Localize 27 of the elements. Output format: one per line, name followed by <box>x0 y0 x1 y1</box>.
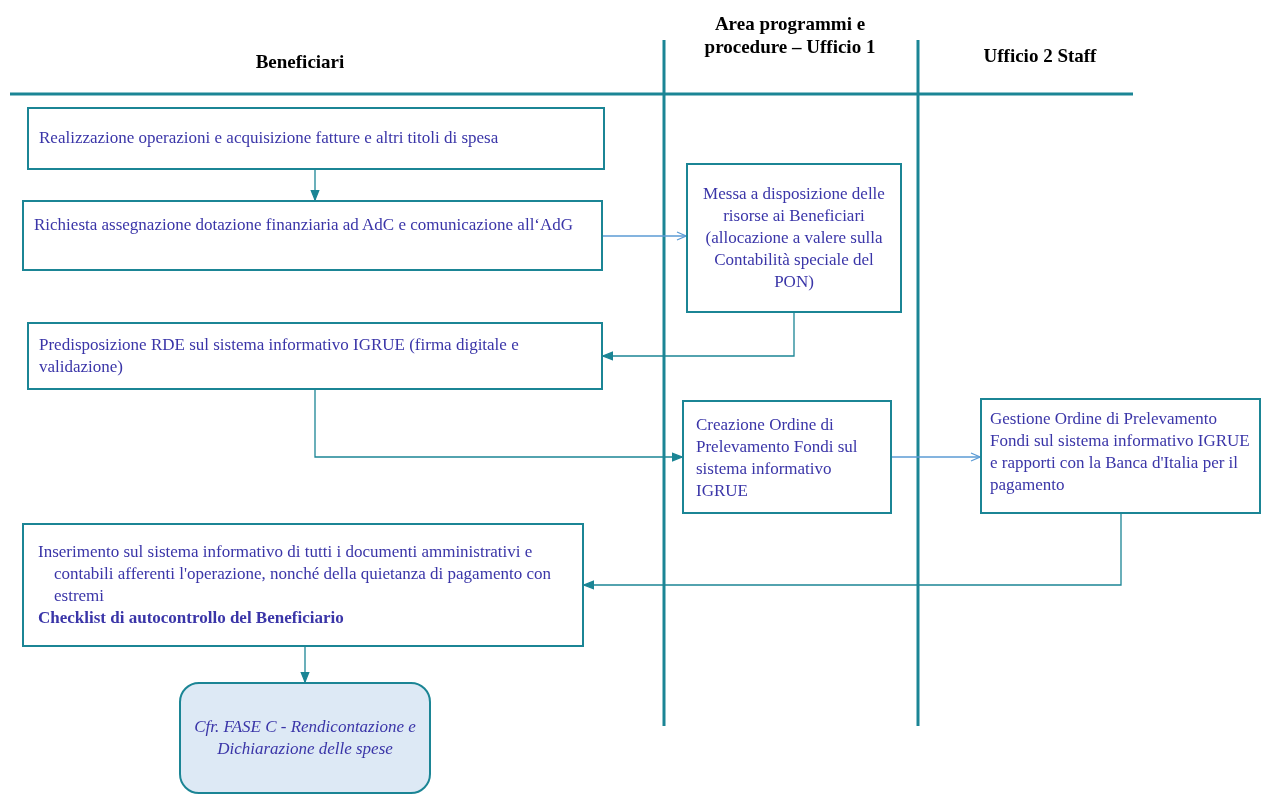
step-text: Richiesta assegnazione dotazione finanziaria ad AdC e comunicazione all‘AdG <box>34 214 575 236</box>
step-text: Cfr. FASE C - Rendicontazione e Dichiarazione delle spese <box>193 716 417 760</box>
arrow <box>602 312 795 361</box>
step-text: Gestione Ordine di Prelevamento Fondi sul sistema informativo IGRUE e rapporti con la Banca d'Italia per il pagamento <box>990 408 1251 496</box>
step-text: Realizzazione operazioni e acquisizione fatture e altri titoli di spesa <box>39 127 500 149</box>
note-text: Checklist di autocontrollo del Beneficiario <box>38 607 345 629</box>
process-box <box>22 200 603 271</box>
arrow <box>314 389 683 462</box>
process-box <box>686 163 902 313</box>
process-box <box>22 523 584 647</box>
arrow <box>310 169 320 201</box>
process-box <box>682 400 892 514</box>
arrow <box>583 513 1122 590</box>
step-text: Creazione Ordine di Prelevamento Fondi sul sistema informativo IGRUE <box>696 414 859 502</box>
lane-header: Ufficio 2 Staff <box>982 44 1098 67</box>
process-box <box>27 322 603 390</box>
lane-header: Beneficiari <box>254 50 346 73</box>
arrow <box>891 452 981 462</box>
lane-header: Area programmi e procedure – Ufficio 1 <box>703 12 877 58</box>
step-text: Inserimento sul sistema informativo di tutti i documenti amministrativi e contabili afferenti l'operazione, nonché della quietanza di pagamento con estremi <box>38 541 552 607</box>
terminal-box <box>179 682 431 794</box>
step-text: Messa a disposizione delle risorse ai Beneficiari (allocazione a valere sulla Contabilità speciale del PON) <box>702 183 886 293</box>
process-box <box>27 107 605 170</box>
arrow <box>602 231 687 241</box>
arrow <box>300 646 310 683</box>
process-box <box>980 398 1261 514</box>
step-text: Predisposizione RDE sul sistema informativo IGRUE (firma digitale e validazione) <box>39 334 520 378</box>
